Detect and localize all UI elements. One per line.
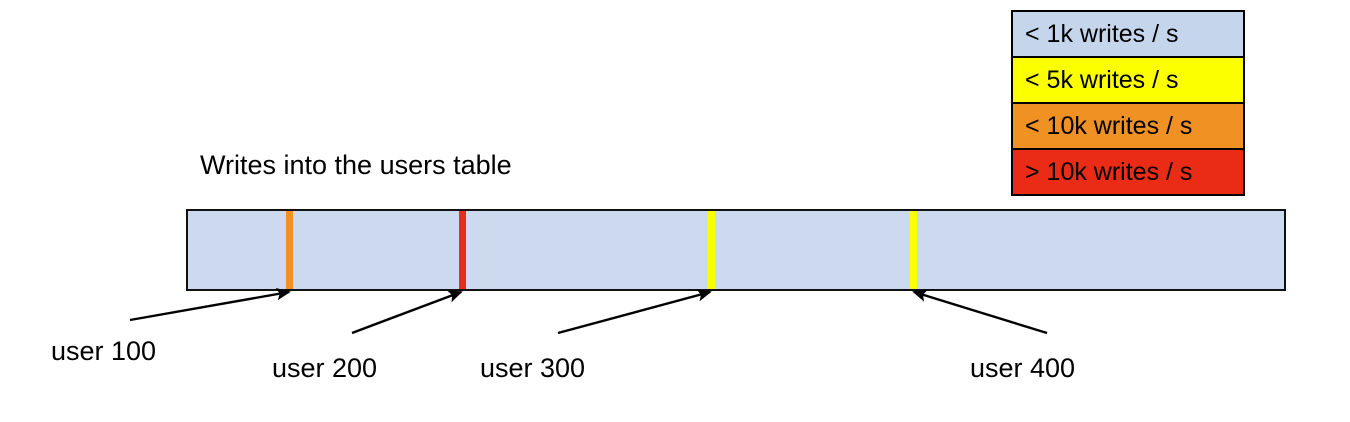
arrow-to-user-400: [912, 289, 1048, 335]
legend-label-under-1k: < 1k writes / s: [1025, 19, 1179, 48]
arrow-to-user-100: [129, 288, 291, 322]
chart-title: Writes into the users table: [200, 150, 512, 180]
arrow-to-user-300: [557, 289, 712, 335]
callout-label-user-200: user 200: [272, 353, 378, 383]
orange-stripe: [286, 211, 293, 289]
arrow-to-user-200: [351, 290, 463, 335]
legend-label-over-10k: > 10k writes / s: [1025, 157, 1193, 186]
legend-row-under-1k: < 1k writes / s: [1013, 12, 1243, 58]
callout-label-user-100: user 100: [51, 336, 157, 366]
yellow-stripe-1: [708, 211, 715, 289]
callout-label-user-300: user 300: [480, 353, 586, 383]
keyspace-bar-body: [186, 209, 1286, 291]
red-stripe: [459, 211, 466, 289]
legend-row-under-10k: < 10k writes / s: [1013, 104, 1243, 150]
legend-row-under-5k: < 5k writes / s: [1013, 58, 1243, 104]
legend-label-under-5k: < 5k writes / s: [1025, 65, 1179, 94]
legend-label-under-10k: < 10k writes / s: [1025, 111, 1193, 140]
arrow-lines: [129, 288, 1048, 335]
users-table-keyspace-bar: [186, 209, 1286, 291]
legend-row-over-10k: > 10k writes / s: [1013, 150, 1243, 194]
yellow-stripe-2: [910, 211, 917, 289]
callout-label-user-400: user 400: [970, 353, 1076, 383]
writes-legend: < 1k writes / s < 5k writes / s < 10k wr…: [1011, 10, 1245, 196]
